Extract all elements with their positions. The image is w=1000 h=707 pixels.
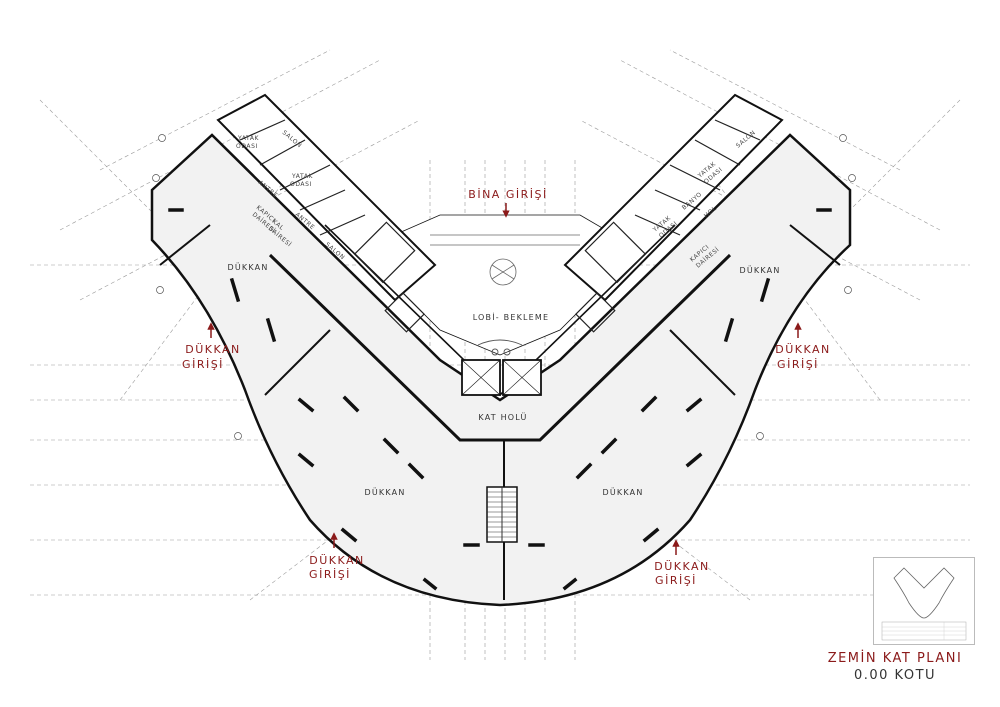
room-shop-lower-left: DÜKKAN	[364, 487, 405, 497]
room-shop-upper-right: DÜKKAN	[739, 265, 780, 275]
room-shop-upper-left: DÜKKAN	[227, 262, 268, 272]
key-plan	[873, 557, 975, 645]
key-plan-sketch	[881, 567, 967, 641]
label-shop-left-2: GİRİŞİ	[182, 358, 224, 371]
central-stair	[486, 486, 518, 543]
label-shop-right-2: GİRİŞİ	[777, 358, 819, 371]
label-shop-right-1: DÜKKAN	[775, 343, 831, 356]
entrance-canopy	[430, 234, 580, 286]
drawing-title: ZEMİN KAT PLANI 0.00 KOTU	[820, 650, 970, 684]
label-building-entrance: BİNA GİRİŞİ	[468, 188, 547, 201]
grid-markers	[152, 134, 856, 440]
room-left-bedroom-1b: ODASI	[236, 143, 258, 150]
structural-walls	[168, 208, 832, 591]
room-left-bedroom-1a: YATAK	[237, 135, 260, 142]
label-shop-left-1: DÜKKAN	[185, 343, 241, 356]
entrance-labels: BİNA GİRİŞİ DÜKKAN GİRİŞİ DÜKKAN GİRİŞİ …	[182, 188, 831, 587]
label-shop-bottom-right-2: GİRİŞİ	[655, 574, 697, 587]
label-shop-bottom-right-1: DÜKKAN	[654, 560, 710, 573]
room-left-bedroom-2a: YATAK	[291, 173, 314, 180]
room-lobby: LOBİ- BEKLEME	[473, 312, 550, 322]
apartment-partitions	[239, 119, 761, 333]
label-shop-bottom-left-2: GİRİŞİ	[309, 568, 351, 581]
room-shop-lower-right: DÜKKAN	[602, 487, 643, 497]
drawing-title-line1: ZEMİN KAT PLANI	[827, 651, 963, 666]
room-left-bedroom-2b: ODASI	[290, 181, 312, 188]
drawing-title-line2: 0.00 KOTU	[853, 668, 937, 683]
elevator-core	[461, 359, 542, 396]
reception-desk	[477, 339, 523, 356]
room-floor-hall: KAT HOLÜ	[478, 412, 527, 422]
label-shop-bottom-left-1: DÜKKAN	[309, 554, 365, 567]
